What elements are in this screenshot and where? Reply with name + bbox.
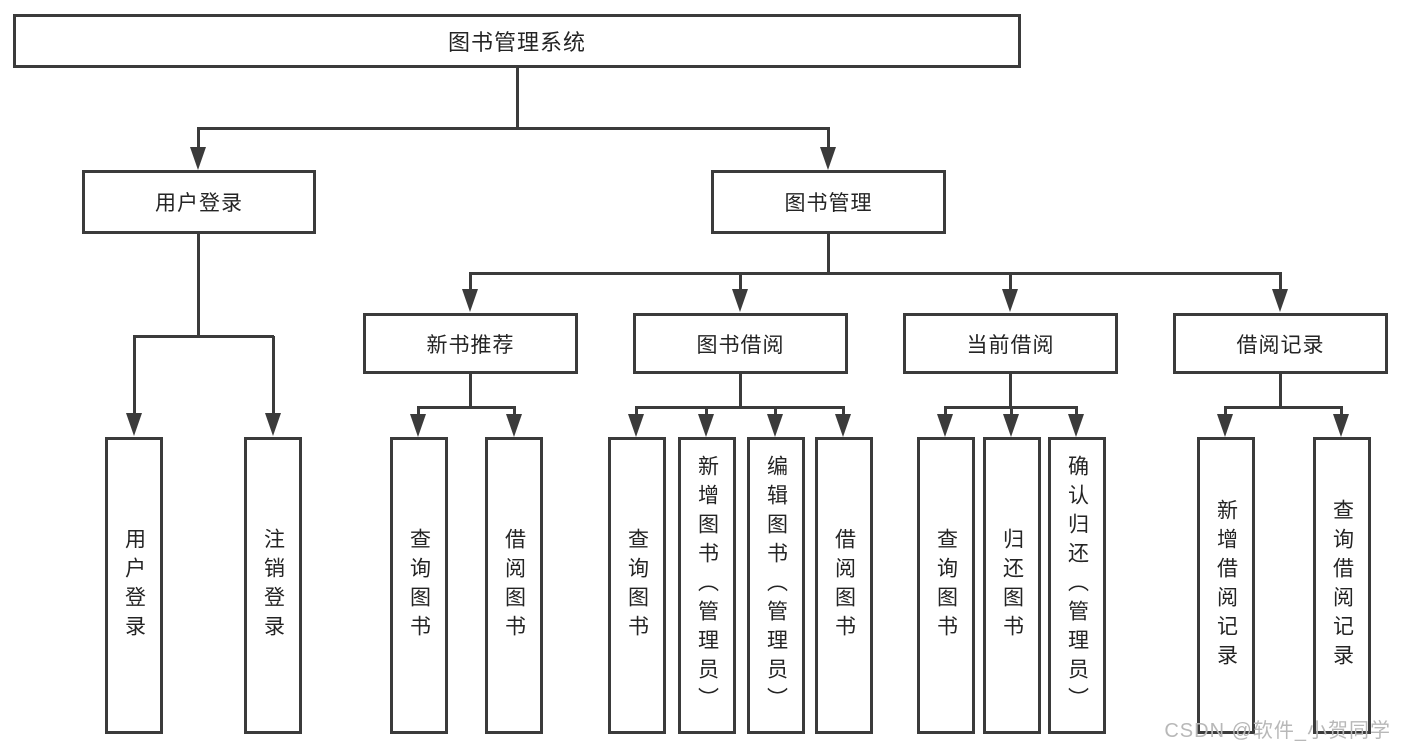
leaf-records-add-record: 新增借阅记录 bbox=[1197, 437, 1255, 734]
leaf-current-return-books: 归还图书 bbox=[983, 437, 1041, 734]
leaf-borrowing-edit-books-admin: 编辑图书（管理员） bbox=[747, 437, 805, 734]
leaf-borrowing-borrow-books: 借阅图书 bbox=[815, 437, 873, 734]
leaf-borrowing-query-books: 查询图书 bbox=[608, 437, 666, 734]
arrowhead bbox=[937, 414, 953, 437]
node-current-borrowing: 当前借阅 bbox=[903, 313, 1118, 374]
connector-line bbox=[417, 406, 516, 409]
leaf-current-confirm-return-admin: 确认归还（管理员） bbox=[1048, 437, 1106, 734]
arrowhead bbox=[732, 289, 748, 312]
connector-line bbox=[827, 234, 830, 273]
connector-line bbox=[1340, 407, 1343, 416]
csdn-watermark: CSDN @软件_小贺同学 bbox=[1164, 720, 1391, 742]
leaf-user-login: 用户登录 bbox=[105, 437, 163, 734]
arrowhead bbox=[628, 414, 644, 437]
connector-line bbox=[827, 128, 830, 150]
node-book-management: 图书管理 bbox=[711, 170, 946, 234]
leaf-records-query-record: 查询借阅记录 bbox=[1313, 437, 1371, 734]
connector-line bbox=[1224, 406, 1343, 409]
connector-line bbox=[469, 272, 1282, 275]
connector-line bbox=[516, 68, 519, 128]
connector-line bbox=[842, 407, 845, 416]
connector-line bbox=[635, 407, 638, 416]
leaf-current-query-books: 查询图书 bbox=[917, 437, 975, 734]
leaf-recommend-query-books: 查询图书 bbox=[390, 437, 448, 734]
connector-line bbox=[774, 407, 777, 416]
node-library-management-system: 图书管理系统 bbox=[13, 14, 1021, 68]
connector-line bbox=[944, 407, 947, 416]
arrowhead bbox=[506, 414, 522, 437]
connector-line bbox=[133, 335, 274, 338]
arrowhead bbox=[265, 413, 281, 436]
connector-line bbox=[133, 336, 136, 414]
arrowhead bbox=[1002, 289, 1018, 312]
arrowhead bbox=[410, 414, 426, 437]
connector-line bbox=[1279, 273, 1282, 291]
arrowhead bbox=[698, 414, 714, 437]
connector-line bbox=[635, 406, 845, 409]
leaf-logout: 注销登录 bbox=[244, 437, 302, 734]
leaf-recommend-borrow-books: 借阅图书 bbox=[485, 437, 543, 734]
node-new-book-recommendation: 新书推荐 bbox=[363, 313, 578, 374]
node-book-borrowing: 图书借阅 bbox=[633, 313, 848, 374]
connector-line bbox=[272, 336, 275, 414]
arrowhead bbox=[126, 413, 142, 436]
connector-line bbox=[705, 407, 708, 416]
connector-line bbox=[513, 407, 516, 416]
connector-line bbox=[197, 234, 200, 336]
arrowhead bbox=[1333, 414, 1349, 437]
connector-line bbox=[197, 127, 830, 130]
arrowhead bbox=[820, 147, 836, 170]
connector-line bbox=[739, 273, 742, 291]
arrowhead bbox=[1217, 414, 1233, 437]
arrowhead bbox=[835, 414, 851, 437]
arrowhead bbox=[767, 414, 783, 437]
leaf-borrowing-add-books-admin: 新增图书（管理员） bbox=[678, 437, 736, 734]
connector-line bbox=[1224, 407, 1227, 416]
connector-line bbox=[197, 128, 200, 150]
arrowhead bbox=[1068, 414, 1084, 437]
connector-line bbox=[1075, 407, 1078, 416]
arrowhead bbox=[462, 289, 478, 312]
arrowhead bbox=[190, 147, 206, 170]
arrowhead bbox=[1003, 414, 1019, 437]
node-borrowing-records: 借阅记录 bbox=[1173, 313, 1388, 374]
connector-line bbox=[469, 273, 472, 291]
connector-line bbox=[1010, 407, 1013, 416]
connector-line bbox=[1279, 374, 1282, 407]
arrowhead bbox=[1272, 289, 1288, 312]
connector-line bbox=[739, 374, 742, 407]
connector-line bbox=[1009, 374, 1012, 407]
connector-line bbox=[469, 374, 472, 407]
connector-line bbox=[1009, 273, 1012, 291]
node-user-login-group: 用户登录 bbox=[82, 170, 316, 234]
connector-line bbox=[417, 407, 420, 416]
